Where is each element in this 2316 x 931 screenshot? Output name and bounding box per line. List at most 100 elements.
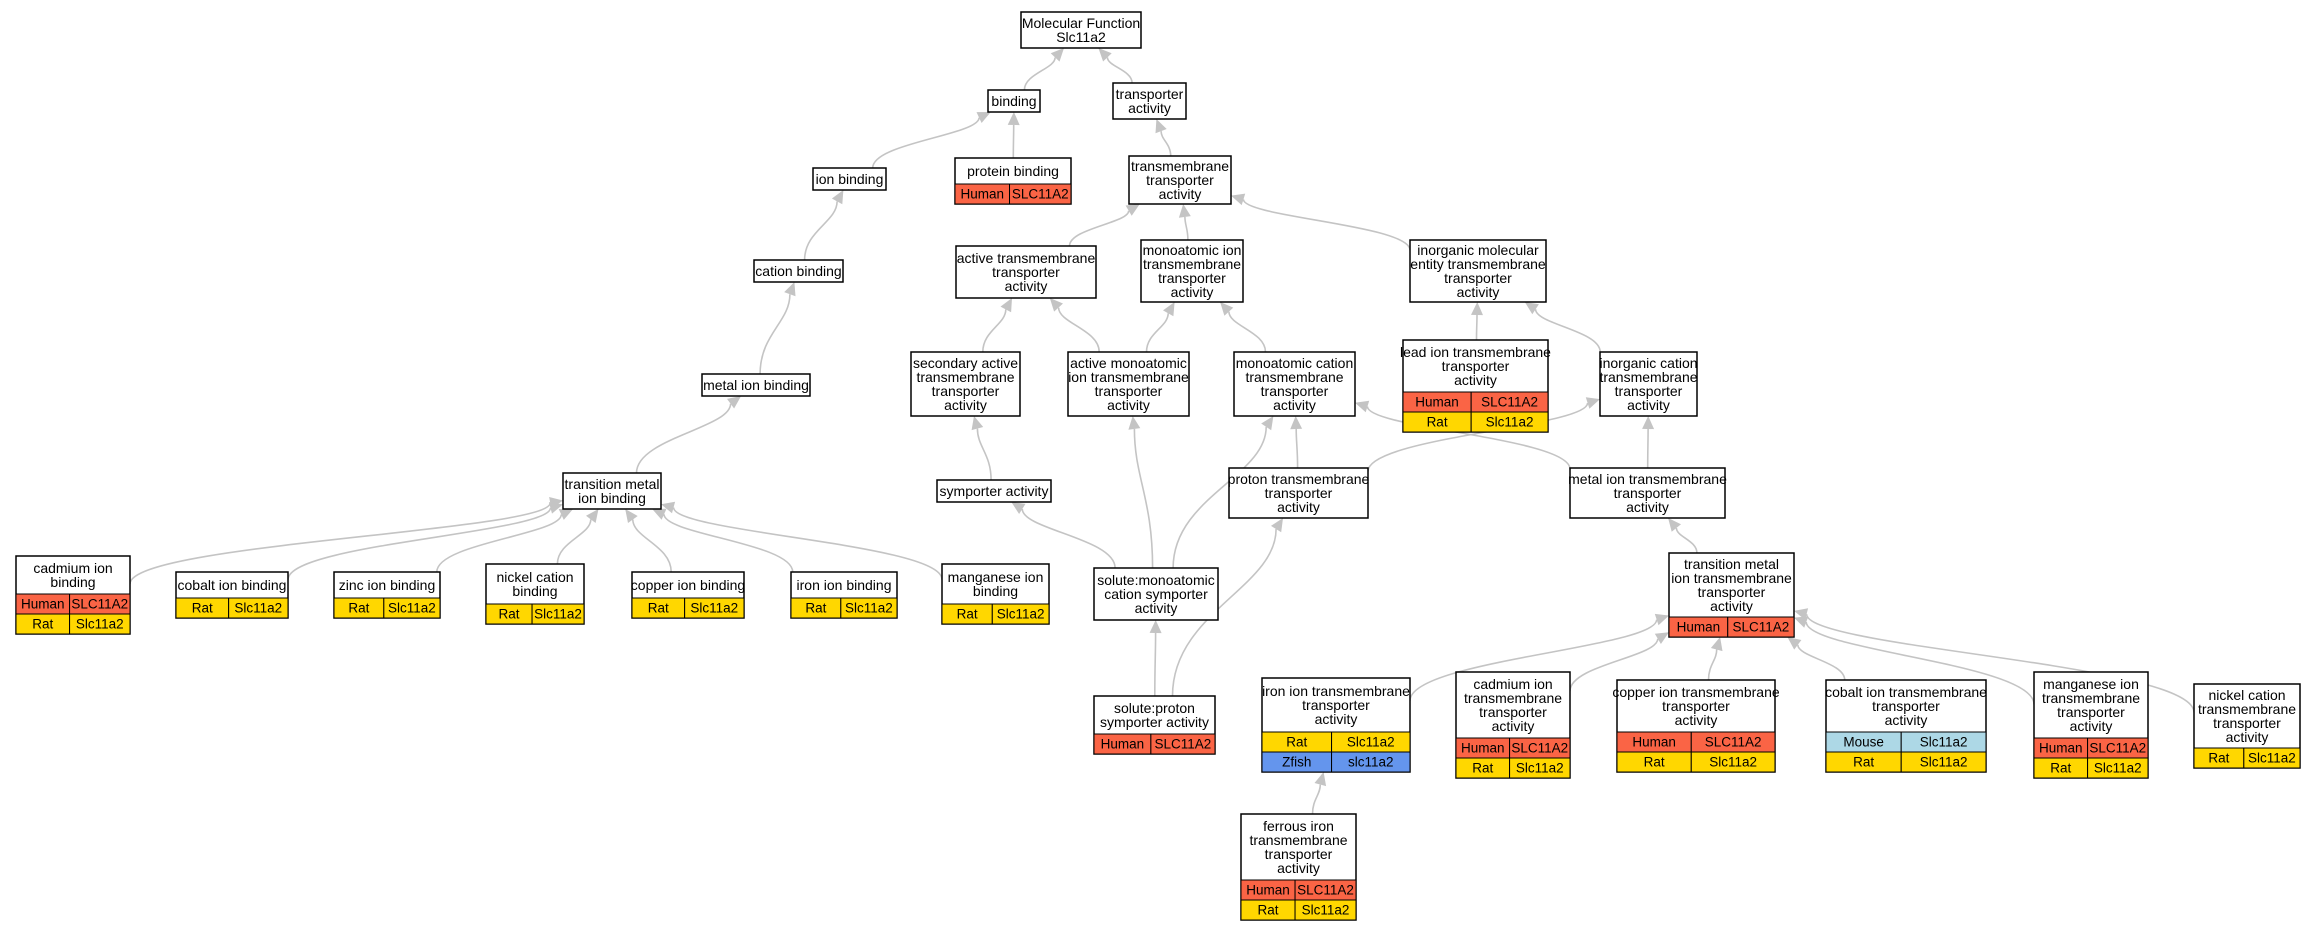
edge-mantm-to-tmiontm: [1805, 621, 2035, 705]
arrowhead: [1149, 620, 1162, 634]
edge-catbind-to-ionbind: [803, 201, 838, 261]
gene-cell: [1294, 899, 1357, 921]
edge-zincbind-to-tmbind: [436, 514, 563, 573]
go-term-node-cobtm[interactable]: cobalt ion transmembranetransporteractiv…: [1825, 679, 1987, 773]
term-label-line: activity: [1128, 100, 1171, 116]
go-term-node-cadtm[interactable]: cadmium iontransmembranetransporteractiv…: [1455, 671, 1571, 779]
term-label-line: transporter: [1444, 270, 1512, 286]
go-term-node-ferrous[interactable]: ferrous irontransmembranetransporteracti…: [1240, 813, 1357, 921]
species-label: Human: [1632, 735, 1676, 750]
species-label: Rat: [192, 601, 213, 616]
go-term-node-monoion[interactable]: monoatomic iontransmembranetransporterac…: [1140, 239, 1244, 303]
gene-symbol-label: Slc11a2: [690, 601, 738, 616]
go-term-node-metaliontm[interactable]: metal ion transmembranetransporteractivi…: [1568, 467, 1727, 519]
term-label-line: entity transmembrane: [1410, 256, 1546, 272]
edge-symporter-to-secactive: [976, 428, 992, 481]
edge-binding-to-mf: [1023, 57, 1056, 91]
go-term-node-coptm[interactable]: copper ion transmembranetransporteractiv…: [1612, 679, 1780, 773]
species-label: Human: [2039, 741, 2083, 756]
arrowhead: [1098, 48, 1112, 62]
term-label-line: protein binding: [967, 163, 1059, 179]
gene-symbol-label: Slc11a2: [1302, 903, 1350, 918]
edge-inorgmol-to-tmt: [1242, 199, 1411, 251]
edge-metalbind-to-catbind: [759, 294, 791, 375]
go-term-node-nicktm[interactable]: nickel cationtransmembranetransporteract…: [2193, 683, 2301, 769]
term-label-line: activity: [1135, 600, 1178, 616]
species-label: Rat: [1427, 415, 1448, 430]
node-box: [1569, 467, 1726, 519]
arrowhead: [1050, 48, 1064, 62]
go-term-node-symporter[interactable]: symporter activity: [936, 479, 1052, 503]
go-term-node-monocat[interactable]: monoatomic cationtransmembranetransporte…: [1233, 351, 1356, 417]
edge-cadtm-to-tmiontm: [1569, 638, 1659, 692]
species-label: Rat: [805, 601, 826, 616]
term-label-line: transporter: [1265, 846, 1333, 862]
term-label-line: transporter: [992, 264, 1060, 280]
gene-symbol-label: SLC11A2: [71, 597, 128, 612]
term-label-line: activity: [1005, 278, 1048, 294]
go-term-node-catbind[interactable]: cation binding: [753, 259, 844, 283]
term-label-line: active monoatomic: [1070, 355, 1187, 371]
gene-symbol-label: SLC11A2: [1155, 737, 1212, 752]
term-label-line: iron ion binding: [797, 577, 892, 593]
arrowhead: [1007, 112, 1020, 126]
edge-metaliontm-to-monocat: [1366, 406, 1571, 470]
gene-symbol-label: SLC11A2: [1511, 741, 1568, 756]
go-term-node-ionbind[interactable]: ion binding: [812, 167, 887, 191]
term-label-line: iron ion transmembrane: [1262, 683, 1410, 699]
go-term-node-leadion[interactable]: lead ion transmembranetransporteractivit…: [1400, 339, 1551, 433]
term-label-line: transporter: [1698, 584, 1766, 600]
term-label-line: transporter: [1261, 383, 1329, 399]
term-label-line: activity: [1277, 860, 1320, 876]
go-term-node-binding[interactable]: binding: [987, 89, 1041, 113]
edge-tmiontm-to-metaliontm: [1675, 527, 1698, 554]
go-term-node-mantm[interactable]: manganese iontransmembranetransporteract…: [2033, 671, 2149, 779]
go-term-node-irontm[interactable]: iron ion transmembranetransporteractivit…: [1261, 677, 1411, 773]
edge-inorgcat-to-inorgmol: [1534, 308, 1601, 353]
arrowhead: [1290, 416, 1303, 430]
term-label-line: ferrous iron: [1263, 818, 1334, 834]
arrowhead: [1710, 637, 1723, 652]
term-label-line: solute:monoatomic: [1097, 572, 1215, 588]
term-label-line: binding: [973, 583, 1018, 599]
gene-symbol-label: Slc11a2: [388, 601, 436, 616]
gene-cell: [1331, 751, 1411, 773]
term-label-line: Molecular Function: [1022, 15, 1140, 31]
term-label-line: transmembrane: [916, 369, 1014, 385]
go-term-node-inorgcat[interactable]: inorganic cationtransmembranetransporter…: [1599, 351, 1698, 417]
edge-ionbind-to-binding: [871, 117, 980, 169]
edge-secactive-to-activetm: [982, 309, 1007, 353]
term-label-line: activity: [1171, 284, 1214, 300]
go-term-node-secactive[interactable]: secondary activetransmembranetransporter…: [910, 351, 1021, 417]
go-term-node-metalbind[interactable]: metal ion binding: [701, 373, 811, 397]
term-label-line: Slc11a2: [1056, 29, 1106, 45]
gene-cell: [1727, 616, 1795, 638]
term-label-line: transporter: [1158, 270, 1226, 286]
term-label-line: activity: [1492, 718, 1535, 734]
term-label-line: cadmium ion: [1473, 676, 1552, 692]
term-label-line: activity: [1675, 712, 1718, 728]
species-label: Rat: [1853, 755, 1874, 770]
term-label-line: manganese ion: [948, 569, 1044, 585]
arrowhead: [1163, 302, 1175, 317]
edge-ferrous-to-irontm: [1311, 784, 1322, 815]
